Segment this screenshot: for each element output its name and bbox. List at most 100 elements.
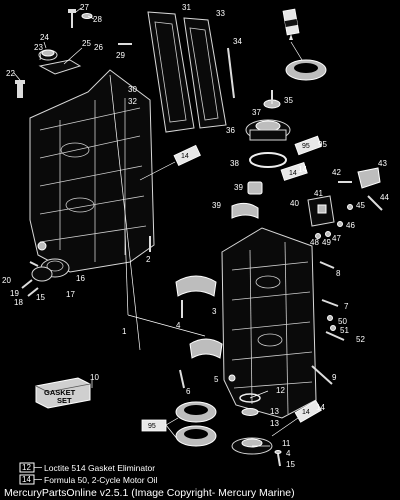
callout-43: 43: [378, 159, 387, 168]
hardware-45-49: [315, 204, 353, 239]
callout-40: 40: [290, 199, 299, 208]
callout-19: 19: [10, 289, 19, 298]
gasket-set-box: GASKET SET: [35, 377, 91, 409]
callout-22: 22: [6, 69, 15, 78]
washer-28: [81, 13, 93, 19]
screws-18-20: [21, 261, 39, 297]
main-bearing-3: [175, 275, 217, 297]
bolt-44: [367, 195, 383, 211]
cover-plate-31: [147, 11, 195, 133]
tube-95-b: 95: [141, 419, 167, 432]
callout-32: 32: [128, 97, 137, 106]
copyright-footer: MercuryPartsOnline v2.5.1 (Image Copyrig…: [4, 487, 295, 499]
callout-20: 20: [2, 276, 11, 285]
bolt-6: [179, 369, 185, 389]
callout-38: 38: [230, 159, 239, 168]
bearing-39-lower: [231, 202, 259, 219]
callout-9: 9: [332, 373, 337, 382]
callout-5: 5: [214, 375, 219, 384]
bolt-8: [319, 261, 335, 269]
callout-33: 33: [216, 9, 225, 18]
callout-24: 24: [40, 33, 49, 42]
tube-95-a: 95: [294, 135, 322, 156]
bearing-housing-36: [245, 119, 291, 141]
callout-8: 8: [336, 269, 341, 278]
tube-14-a: 14: [173, 144, 201, 167]
legend-row-2: 14 Formula 50, 2-Cycle Motor Oil: [19, 474, 157, 485]
callout-41: 41: [314, 189, 323, 198]
callout-45: 45: [356, 201, 365, 210]
bearing-39-upper: [247, 181, 263, 195]
callout-37: 37: [252, 108, 261, 117]
callout-39b: 39: [212, 201, 221, 210]
tube-14-top: [282, 8, 300, 40]
bolt-50-52: [325, 315, 345, 341]
seal-strip-34: [227, 47, 235, 99]
crankcase-left-half: [29, 69, 155, 273]
callout-47: 47: [332, 234, 341, 243]
callout-39: 39: [234, 183, 243, 192]
callout-35: 35: [284, 96, 293, 105]
gasket-set-line1: GASKET: [44, 388, 76, 397]
bolt-9: [311, 365, 333, 385]
tube-14-b-code: 14: [289, 170, 297, 177]
callout-51: 51: [340, 326, 349, 335]
bracket-40-41: [307, 195, 335, 227]
main-bearing-5: [189, 338, 223, 359]
callout-50: 50: [338, 317, 347, 326]
callout-95: 95: [318, 140, 327, 149]
fitting-43: [357, 167, 381, 189]
callout-3: 3: [212, 307, 217, 316]
callout-31: 31: [182, 3, 191, 12]
callout-26: 26: [94, 43, 103, 52]
callout-27: 27: [80, 3, 89, 12]
callout-4b: 4: [286, 449, 291, 458]
seal-13-upper: [175, 401, 217, 423]
gasket-17: [31, 266, 53, 282]
legend-text-2: Formula 50, 2-Cycle Motor Oil: [44, 475, 157, 485]
callout-36: 36: [226, 126, 235, 135]
callout-14b: 14: [316, 403, 325, 412]
callout-6: 6: [186, 387, 191, 396]
legend-text-1: Loctite 514 Gasket Eliminator: [44, 463, 155, 473]
gasket-set-line2: SET: [57, 396, 72, 405]
callout-13a: 13: [270, 407, 279, 416]
callout-labels: 27 28 31 33 24 23 25 26 29 34 22 30 32 3…: [2, 3, 389, 469]
callout-28: 28: [93, 15, 102, 24]
legend-code-1: 12: [22, 463, 31, 472]
callout-48: 48: [310, 238, 319, 247]
legend: 12 Loctite 514 Gasket Eliminator 14 Form…: [19, 462, 157, 485]
callout-29: 29: [116, 51, 125, 60]
oil-seal-top: [285, 59, 327, 81]
callout-15b: 15: [286, 460, 295, 469]
cylinder-block: [221, 227, 317, 419]
cap-23-24: [38, 49, 58, 61]
washer-13: [241, 408, 259, 416]
callout-12: 12: [276, 386, 285, 395]
callout-25: 25: [82, 39, 91, 48]
gasket-33: [183, 17, 227, 129]
callout-13b: 13: [270, 419, 279, 428]
o-ring-12: [239, 393, 261, 403]
bolts-4-15-lower: [274, 450, 282, 467]
callout-34: 34: [233, 37, 242, 46]
leader-lines: [13, 7, 270, 447]
callout-42: 42: [332, 168, 341, 177]
callout-2: 2: [146, 255, 151, 264]
callout-30: 30: [128, 85, 137, 94]
bracket-26: [38, 59, 82, 75]
legend-row-1: 12 Loctite 514 Gasket Eliminator: [19, 462, 155, 473]
callout-15: 15: [36, 293, 45, 302]
callout-17: 17: [66, 290, 75, 299]
o-ring-38: [249, 152, 287, 168]
tube-14-b: 14: [280, 162, 308, 181]
tube-14-a-code: 14: [181, 153, 189, 160]
legend-code-2: 14: [22, 475, 31, 484]
callout-18: 18: [14, 298, 23, 307]
seal-13-lower: [175, 425, 217, 447]
tube-14-c: 14: [294, 400, 322, 423]
bolt-7: [321, 299, 339, 307]
callout-23: 23: [34, 43, 43, 52]
callout-46: 46: [346, 221, 355, 230]
